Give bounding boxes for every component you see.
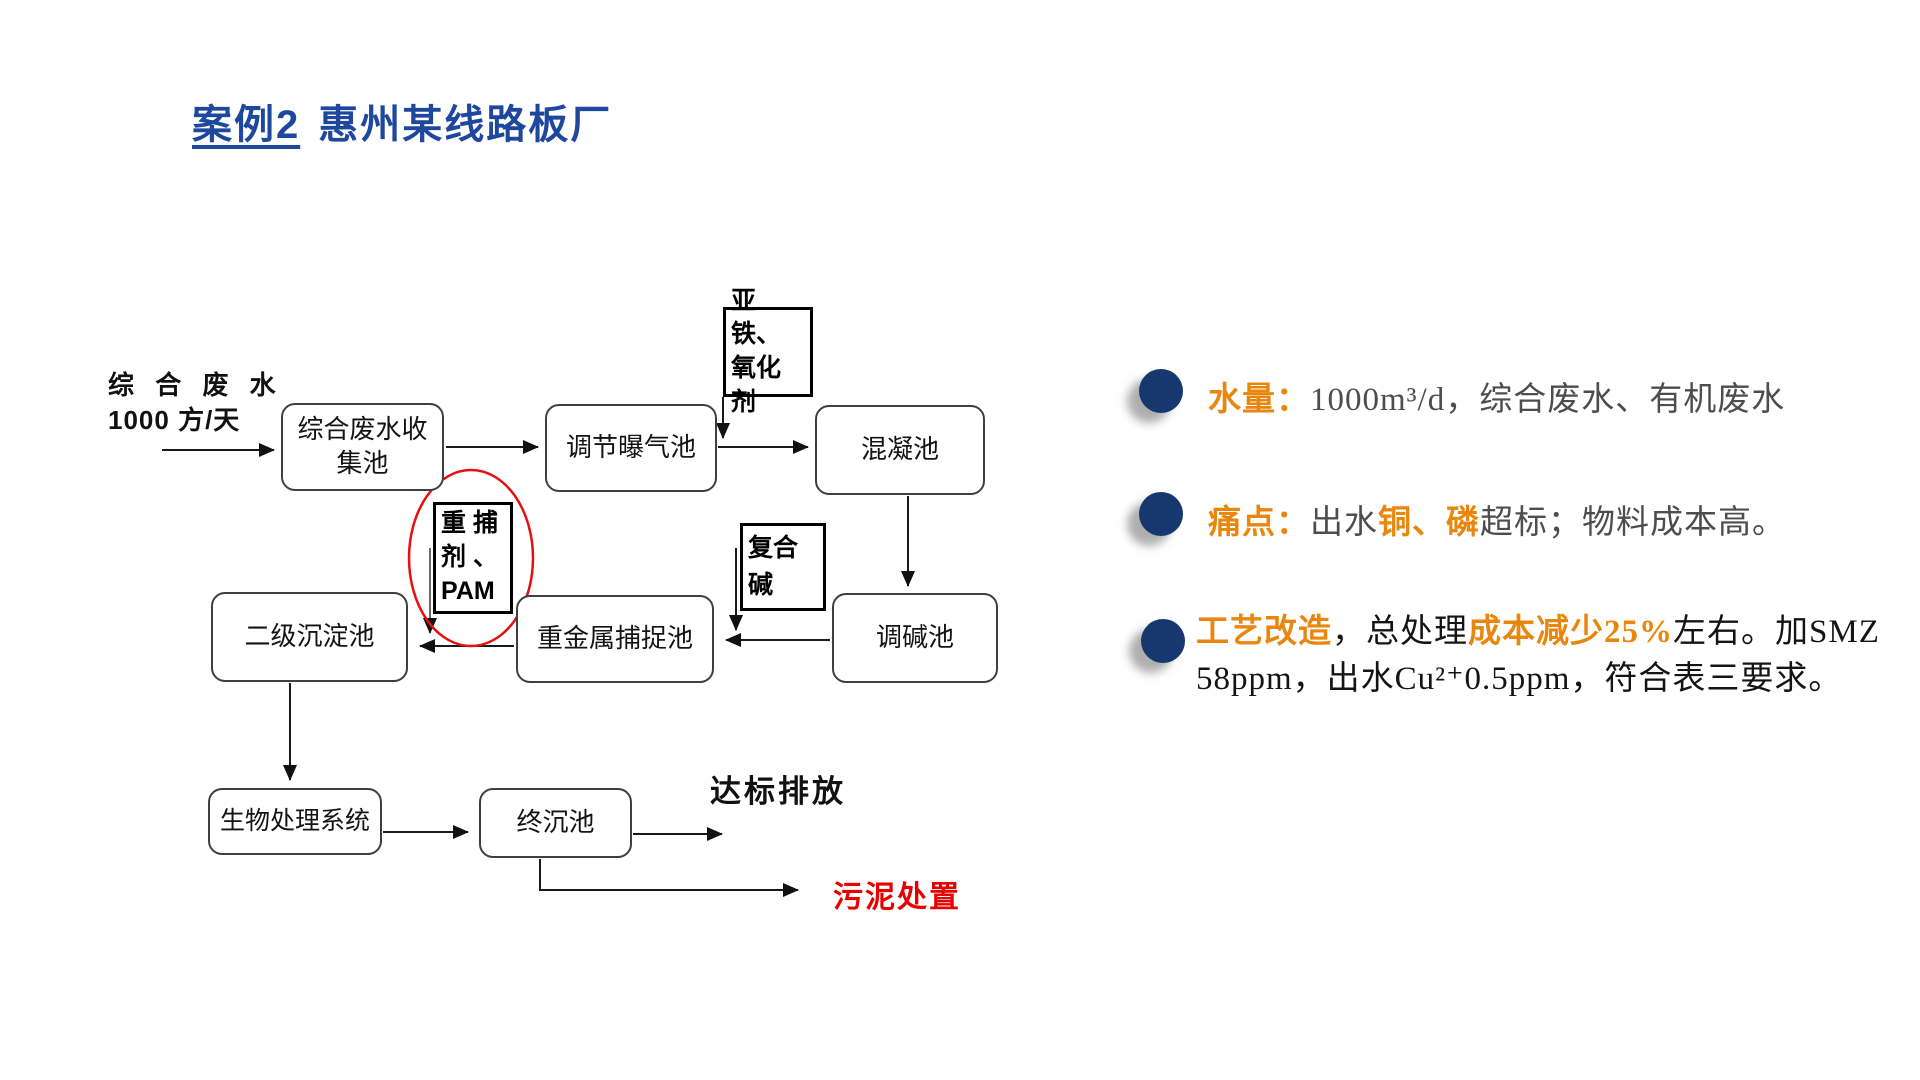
box-aeration-pool: 调节曝气池 (545, 404, 717, 492)
text-segment: 超标；物料成本高。 (1480, 505, 1786, 541)
text-segment: 58ppm，出水Cu²⁺0.5ppm，符合表三要求。 (1196, 660, 1843, 697)
influent-label: 综 合 废 水 1000 方/天 (108, 368, 283, 438)
influent-line2: 1000 方/天 (108, 405, 241, 436)
upgrade-line-1: 工艺改造，总处理成本减少25%左右。加SMZ (1196, 609, 1880, 656)
box-compound-alkali: 复合碱 (740, 523, 826, 611)
text-segment: 工艺改造 (1196, 614, 1332, 650)
box-alkali-adjust-pool: 调碱池 (832, 593, 998, 683)
label-discharge: 达标排放 (710, 774, 846, 809)
text-segment: 痛点： (1208, 505, 1310, 541)
box-metal-capture-pool: 重金属捕捉池 (516, 595, 714, 683)
bullet-process-upgrade: 工艺改造，总处理成本减少25%左右。加SMZ 58ppm，出水Cu²⁺0.5pp… (1196, 609, 1880, 703)
box-collect-pool: 综合废水收集池 (281, 403, 444, 491)
bullet-dot-water (1139, 369, 1183, 413)
box-capture-agent-pam: 重 捕剂 、PAM (433, 502, 513, 614)
bullet-pain-point: 痛点：出水铜、磷超标；物料成本高。 (1208, 495, 1786, 543)
text-segment: 1000m³/d，综合废水、有机废水 (1310, 382, 1786, 418)
text-segment: 出水 (1310, 505, 1378, 541)
box-ferrous-oxidizer: 亚铁、氧化剂 (723, 287, 813, 416)
text-segment: 成本减少25% (1468, 614, 1673, 650)
text-segment: 铜、磷 (1378, 505, 1480, 541)
page-title: 案例2 惠州某线路板厂 (192, 92, 612, 150)
arrow-sludge (539, 859, 799, 897)
upgrade-line-2: 58ppm，出水Cu²⁺0.5ppm，符合表三要求。 (1196, 656, 1880, 703)
box-final-sedimentation: 终沉池 (479, 788, 632, 858)
bullet-dot-upgrade (1141, 619, 1185, 663)
text-segment: 水量： (1208, 382, 1310, 418)
bullet-water-volume: 水量：1000m³/d，综合废水、有机废水 (1208, 372, 1785, 420)
text-segment: 左右。加SMZ (1673, 614, 1880, 650)
case-label: 案例2 (192, 103, 301, 147)
bullet-dot-pain (1139, 492, 1183, 536)
box-coagulation-pool: 混凝池 (815, 405, 985, 495)
title-name: 惠州某线路板厂 (318, 103, 613, 147)
label-sludge-disposal: 污泥处置 (833, 881, 961, 914)
box-secondary-sedimentation: 二级沉淀池 (211, 592, 408, 682)
influent-line1: 综 合 废 水 (108, 370, 283, 400)
box-bio-treatment: 生物处理系统 (208, 788, 382, 855)
text-segment: ，总处理 (1332, 614, 1468, 650)
